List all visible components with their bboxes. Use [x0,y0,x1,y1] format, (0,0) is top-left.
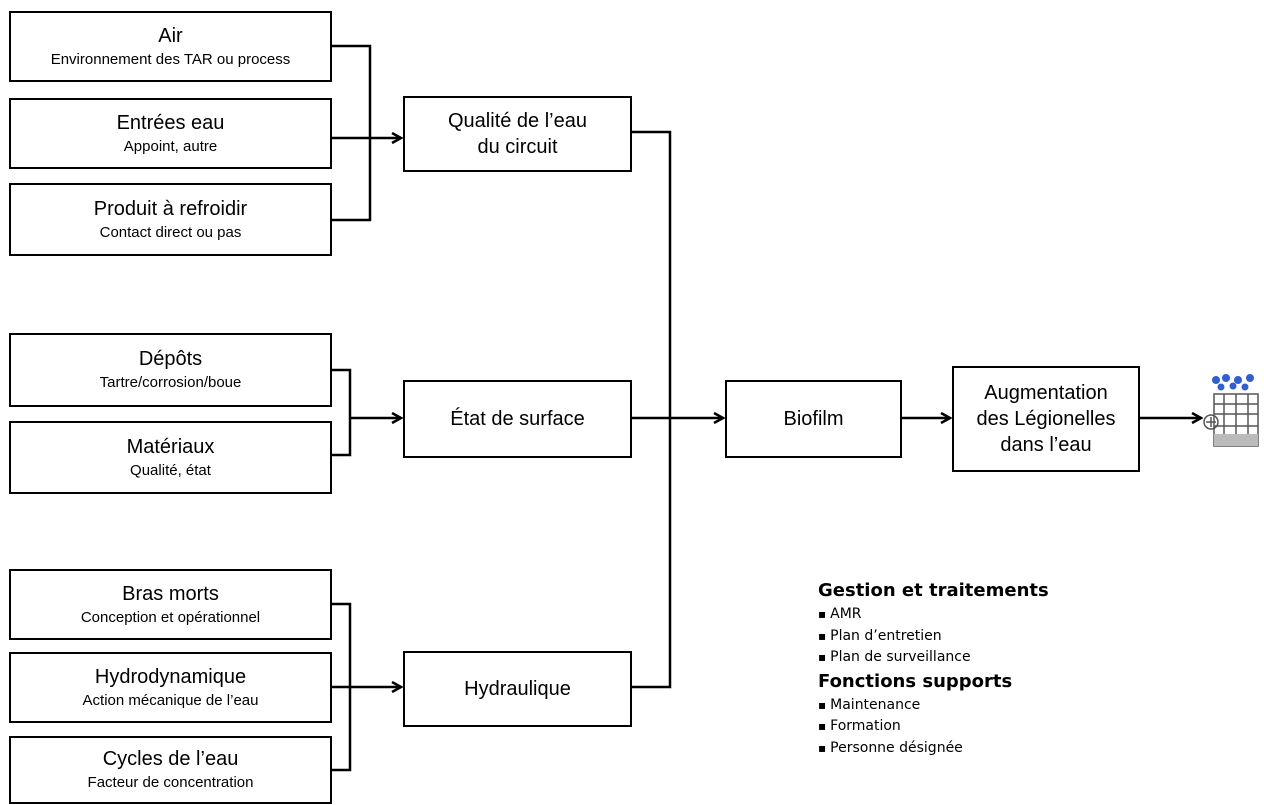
source-box-air: Air Environnement des TAR ou process [9,11,332,82]
connector-merge [632,130,672,689]
box-subtitle: Facteur de concentration [87,774,254,791]
hydraulics-label: Hydraulique [464,678,571,700]
factor-box-surface: État de surface [403,380,632,458]
factor-box-hydraulics: Hydraulique [403,651,632,727]
box-title: Air [158,24,183,47]
box-title: Matériaux [126,435,215,458]
box-subtitle: Environnement des TAR ou process [50,50,291,68]
legend-item: AMR [818,604,1049,626]
factor-box-quality: Qualité de l’eau du circuit [403,96,632,172]
source-box-hydrodynamique: Hydrodynamique Action mécanique de l’eau [9,652,332,723]
box-title: Produit à refroidir [93,197,248,220]
box-subtitle: Action mécanique de l’eau [82,691,259,709]
outcome-box: Augmentation des Légionelles dans l’eau [952,366,1140,472]
surface-label: État de surface [450,408,585,430]
box-title: Hydrodynamique [94,665,247,688]
cooling-tower-icon [1202,374,1264,457]
source-box-bras-morts: Bras morts Conception et opérationnel [9,569,332,640]
box-subtitle: Qualité, état [130,461,211,479]
box-subtitle: Conception et opérationnel [80,608,261,626]
source-box-cycles: Cycles de l’eau Facteur de concentration [9,736,332,804]
outcome-line-2: des Légionelles [976,408,1116,430]
connector-surface-inputs [332,368,352,457]
box-subtitle: Tartre/corrosion/boue [99,374,242,391]
box-subtitle: Contact direct ou pas [99,223,242,241]
legend-item: Plan d’entretien [818,626,1049,648]
legend-item: Plan de surveillance [818,647,1049,669]
source-box-produit: Produit à refroidir Contact direct ou pa… [9,183,332,256]
outcome-line-3: dans l’eau [1000,434,1092,456]
box-title: Cycles de l’eau [102,748,239,770]
legend-gestion-title: Gestion et traitements [818,580,1049,601]
connector-air [332,44,372,222]
legend-item: Formation [818,716,1049,738]
legend-item: Maintenance [818,695,1049,717]
source-box-entrees-eau: Entrées eau Appoint, autre [9,98,332,169]
source-box-depots: Dépôts Tartre/corrosion/boue [9,333,332,407]
quality-line-1: Qualité de l’eau [448,110,587,132]
box-title: Dépôts [138,348,203,370]
outcome-line-1: Augmentation [984,382,1108,404]
legend-supports-title: Fonctions supports [818,670,1013,692]
biofilm-label: Biofilm [783,408,844,430]
box-subtitle: Appoint, autre [123,137,218,155]
quality-line-2: du circuit [477,136,558,158]
box-title: Entrées eau [116,111,225,134]
source-box-materiaux: Matériaux Qualité, état [9,421,332,494]
legend-item: Personne désignée [818,738,1049,760]
box-title: Bras morts [122,582,219,605]
biofilm-box: Biofilm [725,380,902,458]
legend-panel: Gestion et traitements AMR Plan d’entret… [818,578,1049,759]
